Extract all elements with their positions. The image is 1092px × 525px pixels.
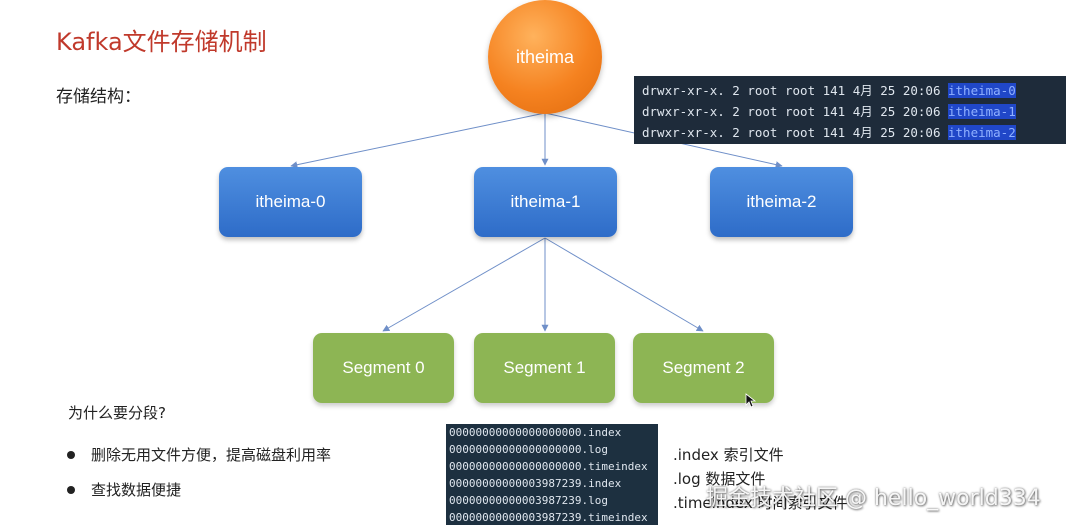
topic-node: itheima (488, 0, 602, 114)
partition-node-1: itheima-1 (474, 167, 617, 237)
terminal-line-prefix: drwxr-xr-x. 2 root root 141 4月 25 20:06 (642, 125, 948, 140)
file-description-index: .index 索引文件 (673, 446, 784, 464)
file-description-timeindex: .timeindex 时间索引文件 (673, 494, 848, 512)
terminal-line: drwxr-xr-x. 2 root root 141 4月 25 20:06 … (642, 122, 1066, 143)
mouse-cursor-icon (745, 393, 757, 408)
partition-node-2: itheima-2 (710, 167, 853, 237)
terminal-dir-name: itheima-0 (948, 83, 1016, 98)
segment-node-0: Segment 0 (313, 333, 454, 403)
terminal-dir-name: itheima-2 (948, 125, 1016, 140)
terminal-line: drwxr-xr-x. 2 root root 141 4月 25 20:06 … (642, 80, 1066, 101)
page-title: Kafka文件存储机制 (56, 28, 267, 56)
terminal-line-prefix: drwxr-xr-x. 2 root root 141 4月 25 20:06 (642, 83, 948, 98)
bullet-text: 查找数据便捷 (91, 481, 182, 499)
file-name: 00000000000000000000.log (449, 443, 608, 456)
file-name: 00000000000003987239.index (449, 477, 622, 490)
bullet-dot-icon (67, 450, 75, 459)
file-name: 00000000000003987239.timeindex (449, 511, 648, 524)
file-description-log: .log 数据文件 (673, 470, 766, 488)
terminal-line: drwxr-xr-x. 2 root root 141 4月 25 20:06 … (642, 101, 1066, 122)
watermark: 掘金技术社区 @ hello_world334 (706, 486, 1041, 511)
segment-node-1: Segment 1 (474, 333, 615, 403)
segment-node-2: Segment 2 (633, 333, 774, 403)
why-segment-question: 为什么要分段? (68, 404, 166, 422)
bullet-item: 删除无用文件方便，提高磁盘利用率 (67, 444, 331, 465)
bullet-text: 删除无用文件方便，提高磁盘利用率 (91, 446, 332, 464)
storage-structure-label: 存储结构： (56, 87, 141, 107)
terminal-line-prefix: drwxr-xr-x. 2 root root 141 4月 25 20:06 (642, 104, 948, 119)
bullet-item: 查找数据便捷 (67, 479, 181, 500)
edge-partition-segment-2 (544, 237, 704, 332)
edge-partition-segment-0 (382, 237, 546, 332)
file-name: 00000000000003987239.log (449, 494, 608, 507)
partition-node-0: itheima-0 (219, 167, 362, 237)
segment-files-listing: 00000000000000000000.index 0000000000000… (446, 424, 658, 525)
terminal-dir-name: itheima-1 (948, 104, 1016, 119)
file-name: 00000000000000000000.timeindex (449, 460, 648, 473)
directory-listing-terminal: drwxr-xr-x. 2 root root 141 4月 25 20:06 … (634, 76, 1066, 144)
bullet-dot-icon (67, 485, 75, 494)
file-name: 00000000000000000000.index (449, 426, 622, 439)
edge-topic-partition-0 (290, 112, 546, 169)
